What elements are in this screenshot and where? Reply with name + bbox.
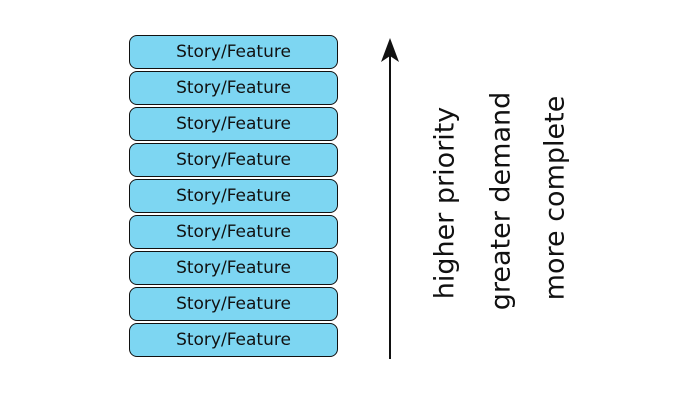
story-feature-label: Story/Feature: [176, 77, 291, 98]
story-feature-box: Story/Feature: [129, 179, 338, 213]
story-feature-box: Story/Feature: [129, 287, 338, 321]
story-feature-box: Story/Feature: [129, 323, 338, 357]
up-arrow-icon: [381, 38, 399, 359]
arrow-head: [381, 38, 399, 62]
story-feature-box: Story/Feature: [129, 107, 338, 141]
story-feature-box: Story/Feature: [129, 143, 338, 177]
story-feature-box: Story/Feature: [129, 215, 338, 249]
story-feature-label: Story/Feature: [176, 41, 291, 62]
axis-label-priority: higher priority: [429, 106, 461, 300]
story-feature-box: Story/Feature: [129, 251, 338, 285]
story-stack: Story/Feature Story/Feature Story/Featur…: [129, 35, 338, 357]
story-feature-label: Story/Feature: [176, 293, 291, 314]
story-feature-label: Story/Feature: [176, 149, 291, 170]
story-feature-box: Story/Feature: [129, 71, 338, 105]
story-feature-box: Story/Feature: [129, 35, 338, 69]
story-feature-label: Story/Feature: [176, 329, 291, 350]
story-feature-label: Story/Feature: [176, 257, 291, 278]
story-feature-label: Story/Feature: [176, 113, 291, 134]
story-feature-label: Story/Feature: [176, 185, 291, 206]
story-feature-label: Story/Feature: [176, 221, 291, 242]
axis-label-demand: greater demand: [485, 91, 517, 311]
axis-label-completeness: more complete: [539, 95, 571, 301]
